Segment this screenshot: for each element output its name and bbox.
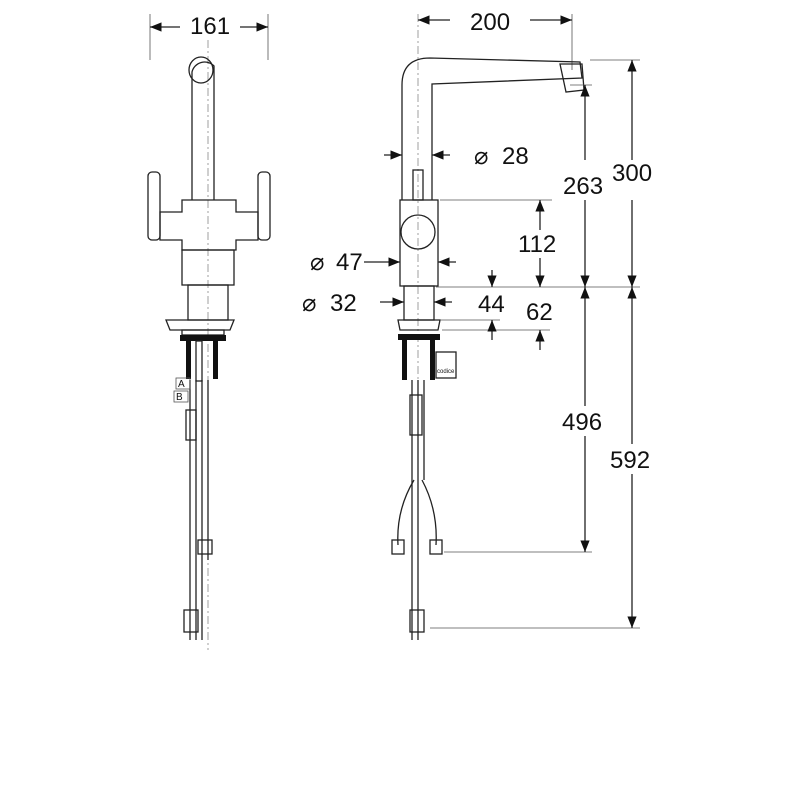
dim-spout-height: 263 [563, 173, 603, 200]
dim-spout-diameter-symbol: ⌀ [474, 143, 488, 170]
dim-base-height: 44 [478, 291, 505, 318]
hose-label-b: B [176, 392, 183, 403]
dim-body-diameter-symbol: ⌀ [310, 249, 324, 276]
dim-side-reach: 200 [470, 9, 510, 36]
dim-base-to-body: 62 [526, 299, 553, 326]
dim-body-diameter: 47 [336, 249, 363, 276]
dim-spout-diameter: 28 [502, 143, 529, 170]
tag-label: codice [437, 369, 455, 375]
side-view: 200 ⌀ 28 ⌀ 47 ⌀ 32 codice 263 300 11 [302, 9, 660, 640]
front-view: A B 161 [147, 13, 271, 650]
dim-total-height: 300 [612, 160, 652, 187]
hose-label-a: A [178, 379, 185, 390]
dim-hose-long: 592 [610, 447, 650, 474]
dim-front-width: 161 [190, 13, 230, 40]
dim-hose-short: 496 [562, 409, 602, 436]
dim-base-diameter-symbol: ⌀ [302, 290, 316, 317]
dim-body-height: 112 [518, 231, 556, 258]
dim-base-diameter: 32 [330, 290, 357, 317]
